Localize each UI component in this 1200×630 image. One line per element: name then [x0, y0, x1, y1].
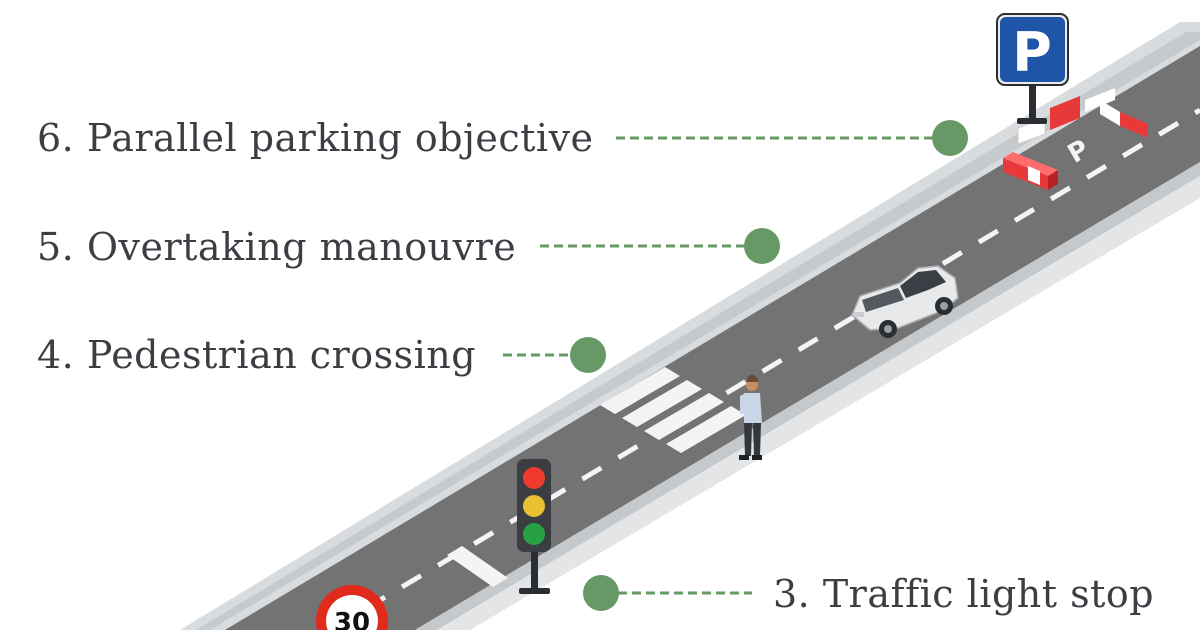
- traffic-light-icon: [517, 459, 551, 594]
- parking-sign-icon: P: [996, 13, 1069, 124]
- marker-dot-6: [932, 120, 968, 156]
- marker-dot-5: [744, 228, 780, 264]
- road: [180, 22, 1200, 630]
- step-4-label: 4. Pedestrian crossing: [37, 333, 477, 377]
- speed-limit-value: 30: [334, 608, 370, 630]
- yellow-light: [523, 495, 545, 517]
- marker-dot-3: [583, 575, 619, 611]
- parking-barriers: [1003, 88, 1148, 190]
- red-light: [523, 467, 545, 489]
- pedestrian-crossing: [600, 367, 746, 453]
- parking-sign-letter: P: [1012, 21, 1052, 84]
- speed-limit-sign-icon: 30: [316, 585, 388, 630]
- car-icon: [851, 265, 959, 338]
- marker-dot-4: [570, 337, 606, 373]
- green-light: [523, 523, 545, 545]
- step-6-label: 6. Parallel parking objective: [37, 116, 594, 160]
- step-3-label: 3. Traffic light stop: [773, 572, 1155, 616]
- step-5-label: 5. Overtaking manouvre: [37, 225, 517, 269]
- centre-lane-line: [328, 107, 1200, 630]
- pedestrian-icon: [739, 374, 762, 460]
- label-connectors: [503, 120, 968, 611]
- stop-line: [447, 546, 508, 587]
